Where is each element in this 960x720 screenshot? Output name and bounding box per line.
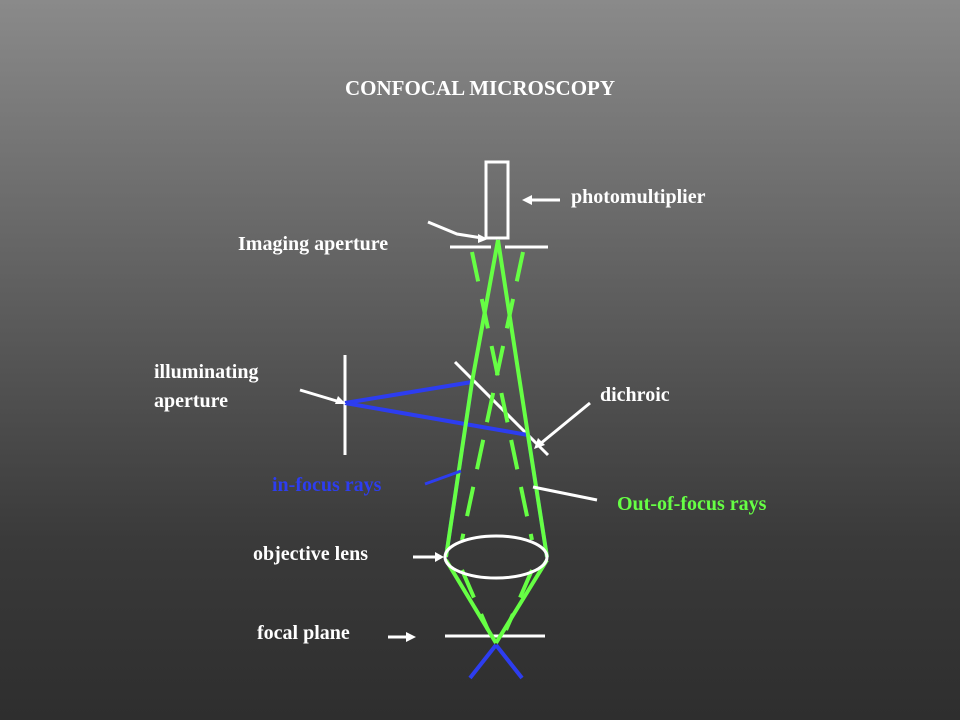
- arrowheads: [335, 195, 545, 642]
- in-focus-pointer: [424, 469, 462, 486]
- photomultiplier-box: [484, 160, 510, 240]
- objective-lens: [443, 534, 549, 580]
- objective-lens-label: objective lens: [253, 543, 368, 565]
- illuminating-aperture-label-line1: illuminating: [154, 361, 259, 383]
- in-focus-rays-label: in-focus rays: [272, 474, 382, 496]
- focal-plane-label: focal plane: [257, 622, 350, 644]
- page-title: CONFOCAL MICROSCOPY: [344, 76, 616, 100]
- in-focus-green-rays: [444, 239, 549, 645]
- illuminating-aperture-label-line2: aperture: [154, 390, 229, 412]
- imaging-aperture-label: Imaging aperture: [238, 233, 389, 255]
- photomultiplier-label: photomultiplier: [571, 186, 706, 208]
- in-focus-ray-paths: [344, 380, 549, 680]
- dichroic-label: dichroic: [600, 384, 670, 406]
- out-of-focus-rays-label: Out-of-focus rays: [617, 493, 767, 515]
- out-of-focus-rays: [460, 251, 534, 631]
- dichroic-mirror: [453, 360, 550, 457]
